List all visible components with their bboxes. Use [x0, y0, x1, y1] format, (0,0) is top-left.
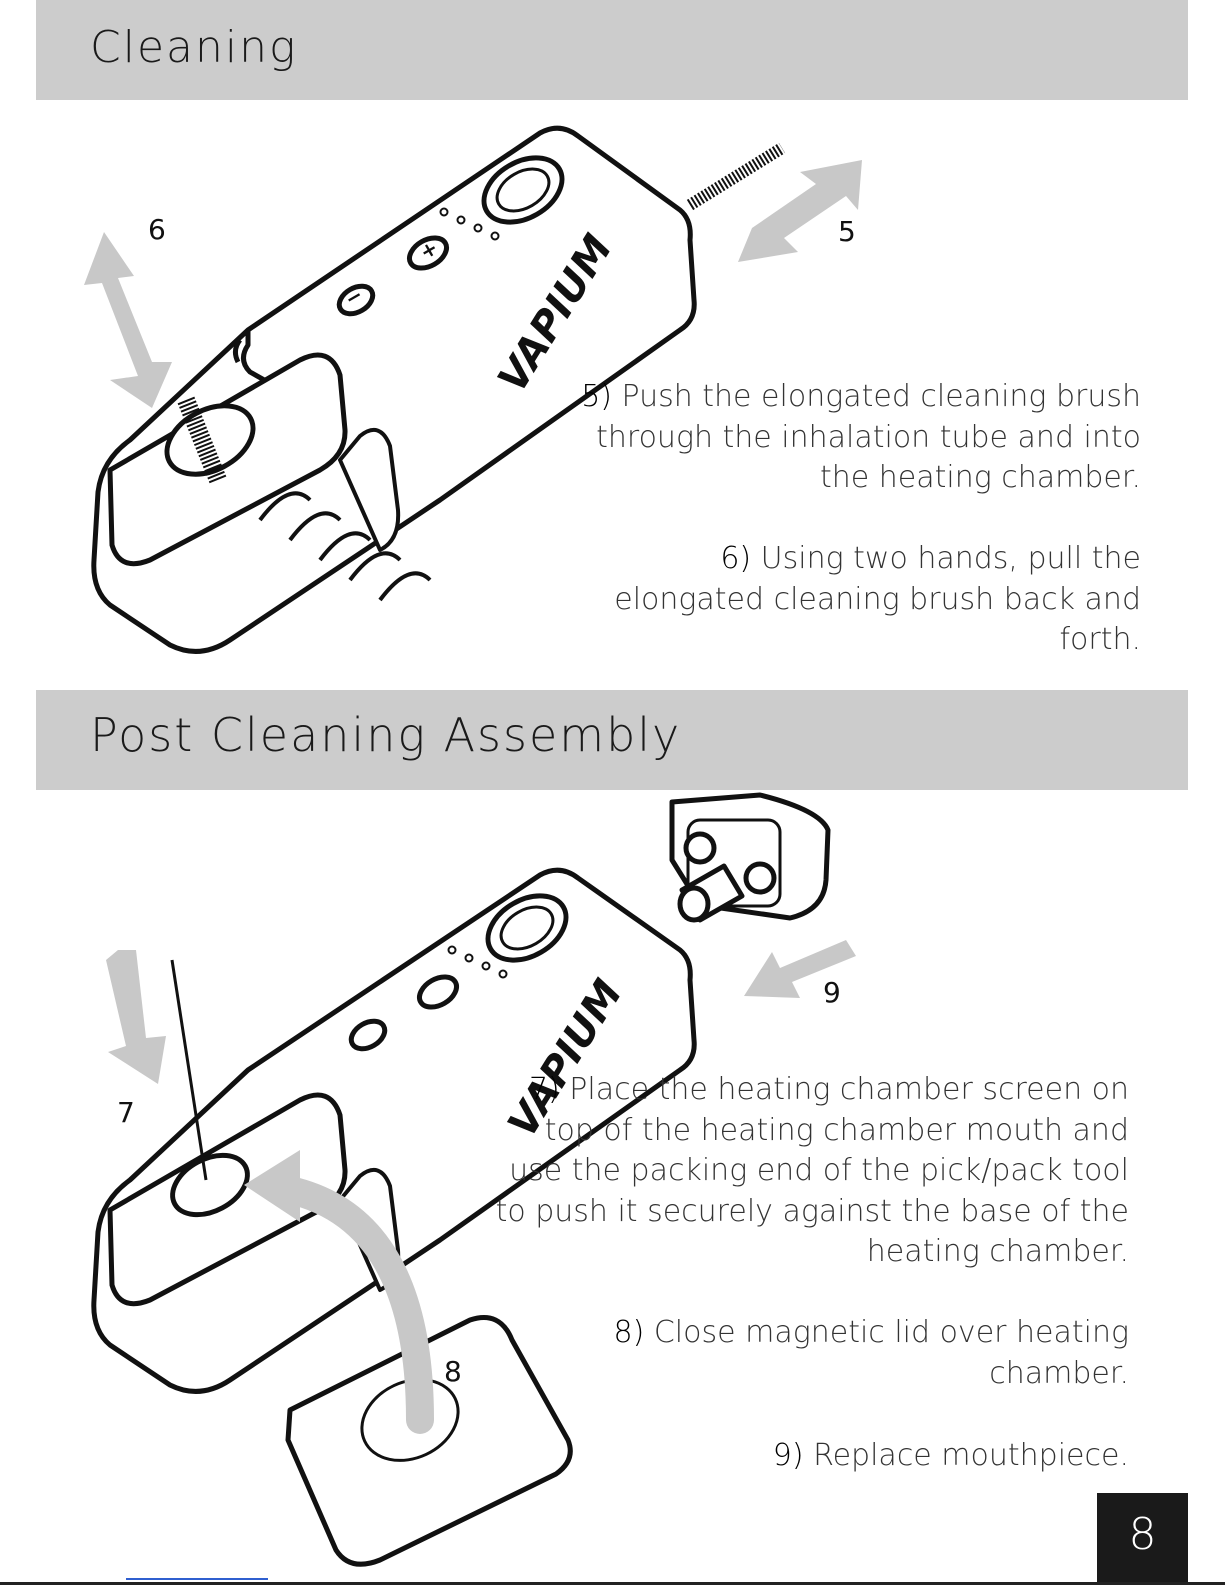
instruction-step-5: 5) Push the elongated cleaning brush thr…	[541, 377, 1141, 499]
step-text: Push the elongated cleaning brush throug…	[596, 379, 1141, 495]
link-underline[interactable]	[126, 1578, 268, 1580]
assembly-header-bar: Post Cleaning Assembly	[36, 690, 1188, 790]
step-label-9: 9	[823, 976, 841, 1009]
instruction-step-6: 6) Using two hands, pull the elongated c…	[581, 539, 1141, 661]
step-text: Close magnetic lid over heating chamber.	[644, 1315, 1129, 1391]
instruction-step-9: 9) Replace mouthpiece.	[569, 1436, 1129, 1477]
step-text: Replace mouthpiece.	[804, 1438, 1129, 1473]
mouthpiece-icon	[672, 795, 828, 920]
instruction-step-7: 7) Place the heating chamber screen on t…	[489, 1070, 1129, 1273]
step-number: 6)	[720, 541, 751, 576]
cleaning-title: Cleaning	[90, 22, 297, 73]
cleaning-header-bar: Cleaning	[36, 0, 1188, 100]
step-label-5: 5	[838, 215, 856, 248]
step-label-6: 6	[148, 213, 166, 246]
step-text: Using two hands, pull the elongated clea…	[614, 541, 1141, 657]
step-number: 5)	[581, 379, 612, 414]
step-text: Place the heating chamber screen on top …	[496, 1072, 1129, 1269]
arrow-icon	[106, 950, 166, 1084]
step-number: 8)	[614, 1315, 645, 1350]
page-number-box: 8	[1097, 1493, 1188, 1585]
assembly-title: Post Cleaning Assembly	[90, 708, 681, 762]
step-label-7: 7	[117, 1096, 135, 1129]
step-number: 7)	[529, 1072, 560, 1107]
page-number: 8	[1097, 1509, 1188, 1560]
step-number: 9)	[773, 1438, 804, 1473]
step-label-8: 8	[444, 1355, 462, 1388]
instruction-step-8: 8) Close magnetic lid over heating chamb…	[569, 1313, 1129, 1394]
double-arrow-icon	[84, 232, 172, 408]
